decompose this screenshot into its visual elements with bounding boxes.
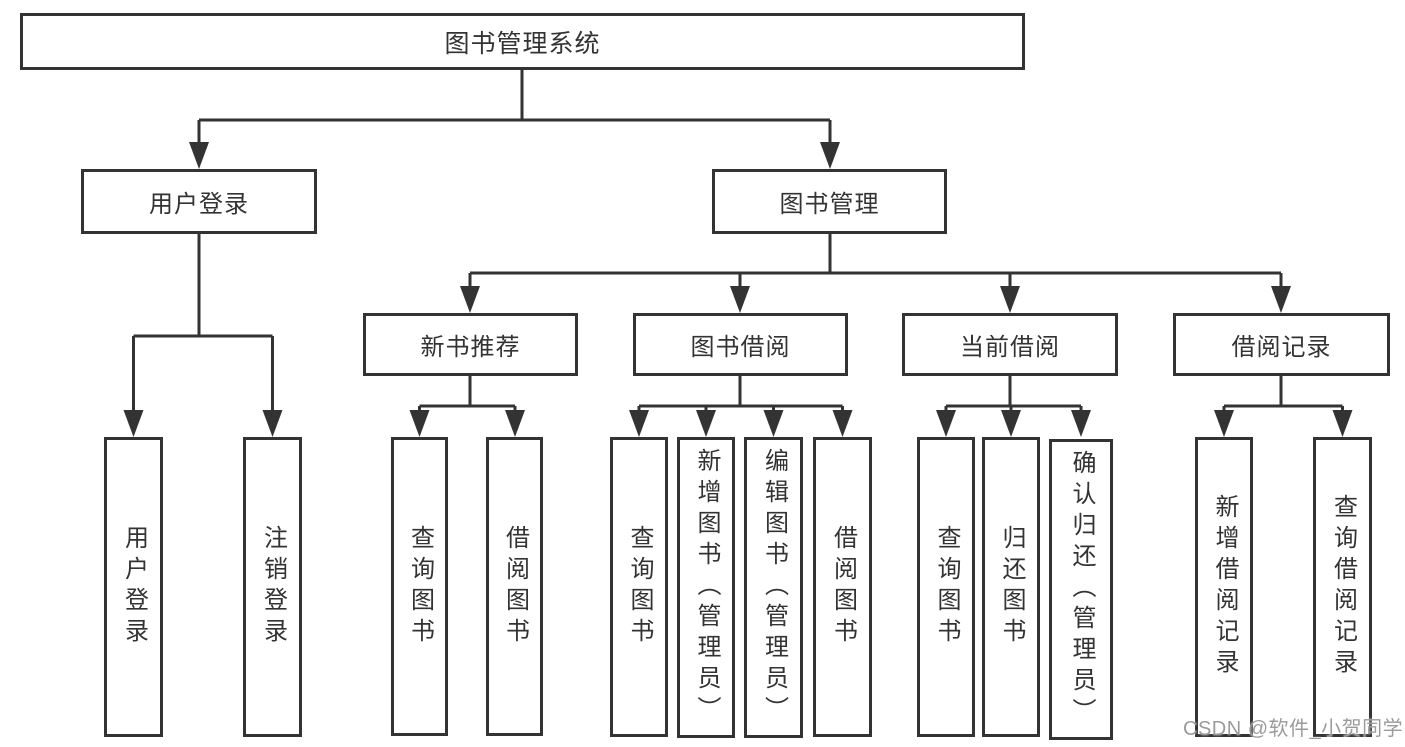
arrowhead: [936, 410, 956, 437]
leaf-query-books-current: 查询图书: [917, 437, 975, 737]
arrowhead: [1001, 410, 1021, 437]
watermark-text: CSDN @软件_小贺同学: [1183, 718, 1404, 740]
arrowhead: [409, 410, 430, 437]
connector-path: [132, 70, 1344, 413]
arrowhead: [629, 410, 649, 437]
arrowhead: [1214, 410, 1234, 437]
node-book-borrowing: 图书借阅: [633, 313, 848, 376]
leaf-borrow-books-borrowing: 借阅图书: [813, 437, 872, 737]
leaf-add-books-admin: 新增图书（管理员）: [677, 437, 735, 738]
arrowhead: [1332, 410, 1353, 437]
node-new-book-recommendation: 新书推荐: [363, 313, 578, 376]
arrowhead: [505, 410, 525, 437]
leaf-user-login: 用户登录: [104, 437, 163, 737]
arrowhead: [189, 142, 209, 169]
leaf-logout-login: 注销登录: [243, 437, 302, 737]
leaf-query-books-borrowing: 查询图书: [610, 437, 668, 737]
leaf-borrow-books-recommend: 借阅图书: [486, 437, 543, 736]
leaf-confirm-return-admin: 确认归还（管理员）: [1049, 439, 1113, 740]
leaf-query-borrow-record: 查询借阅记录: [1313, 437, 1372, 737]
arrowhead: [730, 286, 750, 313]
leaf-edit-books-admin: 编辑图书（管理员）: [744, 437, 803, 738]
arrowhead: [696, 410, 716, 437]
arrowhead: [1271, 286, 1291, 313]
leaf-query-books-recommend: 查询图书: [391, 437, 448, 736]
node-book-management: 图书管理: [712, 169, 947, 234]
node-borrowing-records: 借阅记录: [1173, 313, 1390, 376]
arrowhead: [820, 142, 840, 169]
arrowhead: [460, 286, 480, 313]
arrowhead: [763, 410, 784, 437]
arrowhead: [832, 410, 853, 437]
node-user-login: 用户登录: [81, 169, 317, 234]
leaf-return-books: 归还图书: [982, 437, 1040, 737]
arrowhead: [262, 410, 283, 437]
arrowhead: [1071, 410, 1091, 437]
leaf-add-borrow-record: 新增借阅记录: [1195, 437, 1253, 737]
node-library-system: 图书管理系统: [20, 13, 1025, 70]
arrowhead: [123, 410, 144, 437]
node-current-borrowing: 当前借阅: [902, 313, 1118, 376]
arrowhead: [1000, 286, 1020, 313]
